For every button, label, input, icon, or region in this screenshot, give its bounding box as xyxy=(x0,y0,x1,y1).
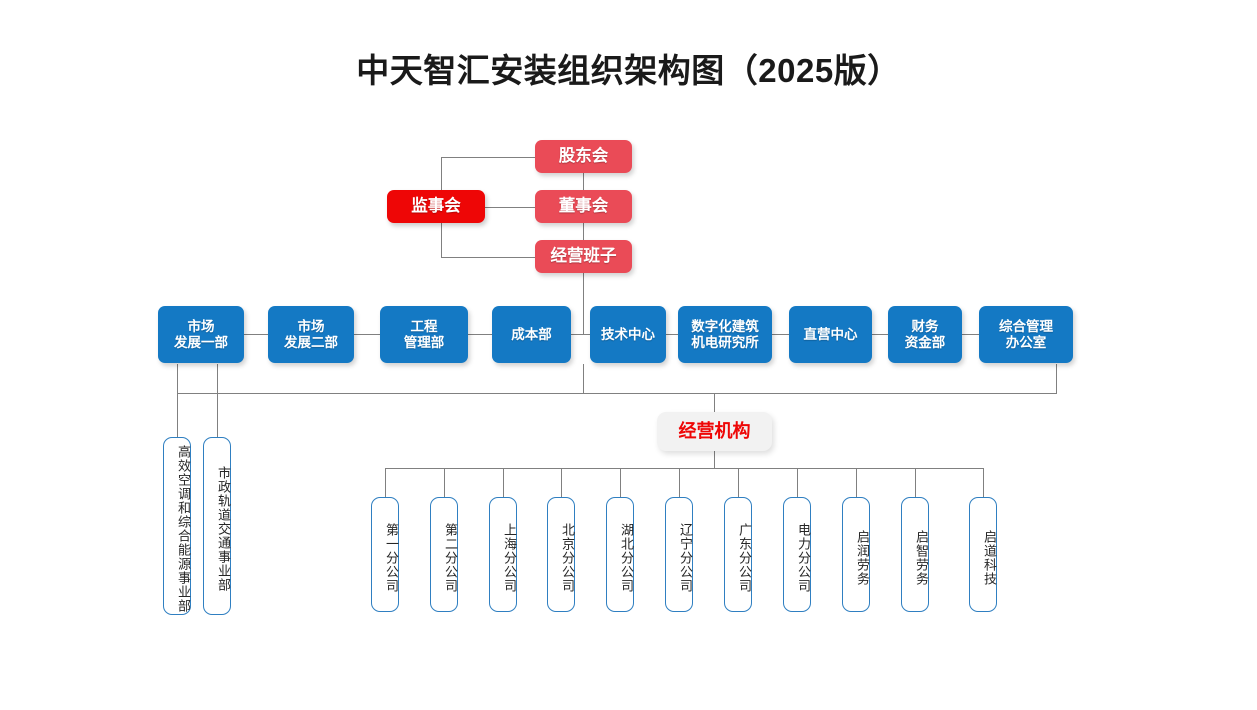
node-business-unit-municipal-rail-transit[interactable]: 市政轨道交通事业部 xyxy=(203,437,231,615)
node-department-engineering-management[interactable]: 工程 管理部 xyxy=(380,306,468,363)
node-label-line2: 发展一部 xyxy=(174,334,228,350)
connector-drop-business-unit-2 xyxy=(217,364,218,437)
node-label: 股东会 xyxy=(558,146,609,165)
node-department-market-development-1[interactable]: 市场 发展一部 xyxy=(158,306,244,363)
node-label: 第一分公司 xyxy=(384,522,399,593)
node-label: 电力分公司 xyxy=(796,522,811,593)
node-branch-electric-power[interactable]: 电力分公司 xyxy=(783,497,811,612)
connector-dept-6-7 xyxy=(771,334,791,335)
connector-drop-branch-1 xyxy=(385,468,386,497)
node-label: 上海分公司 xyxy=(502,522,517,593)
node-label-line1: 工程 xyxy=(410,318,438,334)
connector-drop-branch-5 xyxy=(620,468,621,497)
node-operating-group[interactable]: 经营机构 xyxy=(657,412,772,451)
node-label-line2: 发展二部 xyxy=(284,334,338,350)
node-management-team[interactable]: 经营班子 xyxy=(535,240,632,273)
connector-dept-4-5 xyxy=(570,334,592,335)
connector-drop-branch-10 xyxy=(915,468,916,497)
node-label: 启润劳务 xyxy=(855,529,870,586)
node-label: 董事会 xyxy=(558,196,609,215)
node-board-of-directors[interactable]: 董事会 xyxy=(535,190,632,223)
node-branch-beijing[interactable]: 北京分公司 xyxy=(547,497,575,612)
node-branch-first-branch[interactable]: 第一分公司 xyxy=(371,497,399,612)
node-label-line1: 财务 xyxy=(911,318,939,334)
node-label-line1: 市场 xyxy=(187,318,215,334)
node-branch-qirun-labor[interactable]: 启润劳务 xyxy=(842,497,870,612)
node-label: 市政轨道交通事业部 xyxy=(216,466,231,592)
connector-branch-bus xyxy=(385,468,983,469)
node-label-line2: 机电研究所 xyxy=(691,334,759,350)
node-branch-guangdong[interactable]: 广东分公司 xyxy=(724,497,752,612)
node-label: 监事会 xyxy=(411,196,461,215)
connector-dept-7-8 xyxy=(871,334,889,335)
node-label: 第二分公司 xyxy=(443,522,458,593)
node-label-line2: 资金部 xyxy=(904,334,946,350)
node-label-line1: 市场 xyxy=(297,318,325,334)
node-label: 高效空调和综合能源事业部 xyxy=(176,445,191,613)
connector-drop-branch-6 xyxy=(679,468,680,497)
node-department-market-development-2[interactable]: 市场 发展二部 xyxy=(268,306,354,363)
node-label: 经营班子 xyxy=(550,246,617,265)
page-title: 中天智汇安装组织架构图（2025版） xyxy=(356,52,901,89)
node-label-line2: 办公室 xyxy=(1005,334,1047,350)
connector-spine-to-lower-bus xyxy=(583,364,584,394)
node-label-line2: 管理部 xyxy=(403,334,445,350)
node-label: 启道科技 xyxy=(982,529,997,586)
node-branch-liaoning[interactable]: 辽宁分公司 xyxy=(665,497,693,612)
node-board-of-supervisors[interactable]: 监事会 xyxy=(387,190,485,223)
connector-supervisors-to-management xyxy=(441,257,535,258)
connector-management-to-departments xyxy=(583,272,584,335)
node-label-line1: 综合管理 xyxy=(999,318,1053,334)
node-label-line1: 数字化建筑 xyxy=(691,318,759,334)
node-label: 湖北分公司 xyxy=(619,522,634,593)
connector-drop-branch-11 xyxy=(983,468,984,497)
node-department-cost[interactable]: 成本部 xyxy=(492,306,571,363)
node-branch-shanghai[interactable]: 上海分公司 xyxy=(489,497,517,612)
connector-lower-bus xyxy=(177,393,1056,394)
node-branch-qizhi-labor[interactable]: 启智劳务 xyxy=(901,497,929,612)
connector-dept-3-4 xyxy=(467,334,493,335)
connector-supervisors-to-shareholders xyxy=(441,157,535,158)
node-branch-hubei[interactable]: 湖北分公司 xyxy=(606,497,634,612)
connector-operating-group-down xyxy=(714,451,715,468)
connector-drop-branch-3 xyxy=(503,468,504,497)
node-department-finance-funds[interactable]: 财务 资金部 xyxy=(888,306,962,363)
node-branch-qidao-technology[interactable]: 启道科技 xyxy=(969,497,997,612)
connector-dept-5-6 xyxy=(665,334,683,335)
connector-dept-2-3 xyxy=(351,334,381,335)
node-label: 直营中心 xyxy=(803,326,858,342)
node-department-technology-center[interactable]: 技术中心 xyxy=(590,306,666,363)
connector-drop-branch-2 xyxy=(444,468,445,497)
node-label: 启智劳务 xyxy=(914,529,929,586)
node-business-unit-hvac-energy[interactable]: 高效空调和综合能源事业部 xyxy=(163,437,191,615)
connector-drop-admin-office xyxy=(1056,364,1057,394)
connector-drop-branch-9 xyxy=(856,468,857,497)
connector-drop-branch-7 xyxy=(738,468,739,497)
node-label: 辽宁分公司 xyxy=(678,522,693,593)
connector-dept-1-2 xyxy=(243,334,273,335)
connector-dept-8-9 xyxy=(961,334,980,335)
connector-drop-branch-4 xyxy=(561,468,562,497)
connector-supervisors-stub xyxy=(485,207,535,208)
node-label: 成本部 xyxy=(511,326,552,342)
node-label: 技术中心 xyxy=(601,326,655,342)
node-shareholders-meeting[interactable]: 股东会 xyxy=(535,140,632,173)
node-department-general-administration-office[interactable]: 综合管理 办公室 xyxy=(979,306,1073,363)
connector-drop-business-unit-1 xyxy=(177,364,178,437)
node-label: 北京分公司 xyxy=(560,522,575,593)
node-department-direct-operation-center[interactable]: 直营中心 xyxy=(789,306,872,363)
connector-lower-bus-to-operating-group xyxy=(714,393,715,412)
node-label: 经营机构 xyxy=(678,420,751,441)
connector-drop-branch-8 xyxy=(797,468,798,497)
node-label: 广东分公司 xyxy=(737,522,752,593)
node-branch-second-branch[interactable]: 第二分公司 xyxy=(430,497,458,612)
node-department-digital-building-institute[interactable]: 数字化建筑 机电研究所 xyxy=(678,306,772,363)
